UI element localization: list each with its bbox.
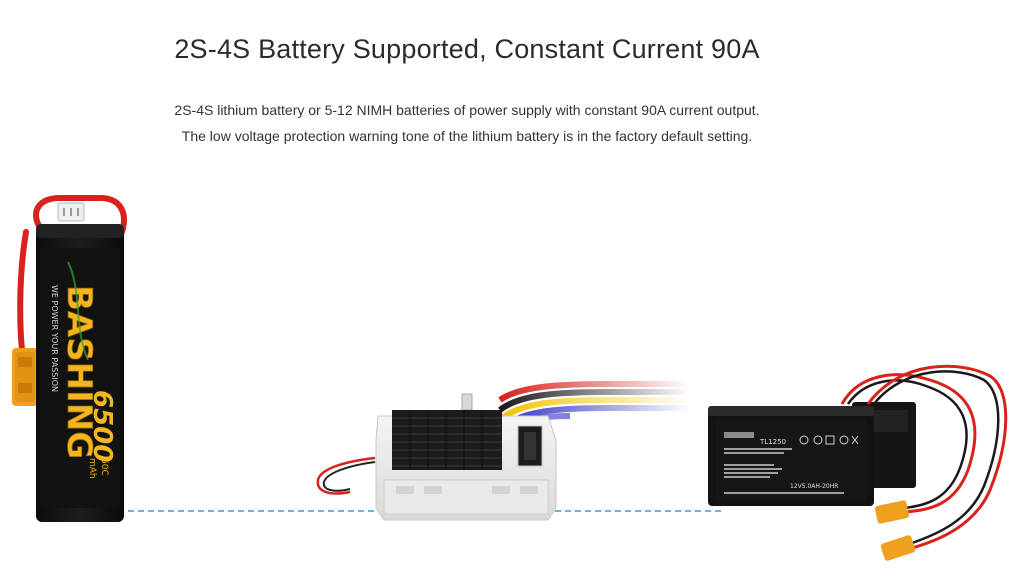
description-line-2: The low voltage protection warning tone … [181, 128, 753, 144]
lipo-battery: BASHING WE POWER YOUR PASSION 6500 mAh 6… [12, 195, 127, 522]
lipo-capacity: 6500 [87, 390, 117, 462]
description-line-1: 2S-4S lithium battery or 5-12 NIMH batte… [174, 102, 760, 118]
nimh-model: TL1250 [759, 438, 786, 446]
xt-connector-icon [875, 500, 916, 561]
lipo-unit: mAh [87, 458, 97, 479]
nimh-rating: 12V5.0AH-20HR [790, 483, 838, 490]
heatsink-icon [392, 410, 502, 470]
lipo-rating: 60C [99, 458, 109, 476]
esc-controller [250, 381, 690, 521]
nimh-battery-pack: TL1250 12V5.0AH-20HR [708, 364, 1008, 561]
page-title: 2S-4S Battery Supported, Constant Curren… [174, 34, 760, 64]
lipo-tagline: WE POWER YOUR PASSION [50, 285, 59, 392]
xt-connector-icon [12, 348, 38, 406]
certification-icons [799, 435, 859, 445]
